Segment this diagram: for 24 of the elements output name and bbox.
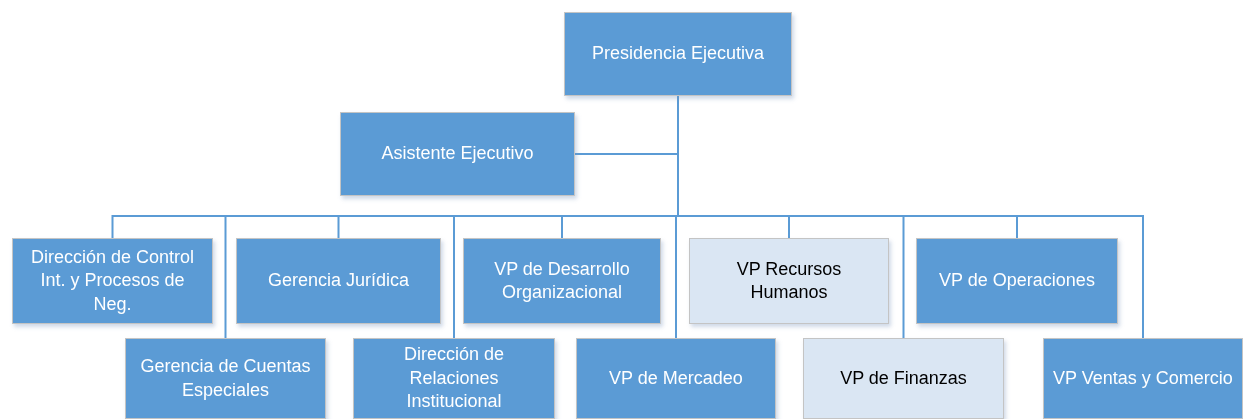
box-label: Gerencia de Cuentas Especiales bbox=[139, 355, 312, 402]
box-label: Dirección de Relaciones Institucional bbox=[402, 343, 505, 414]
org-box bbox=[689, 238, 889, 324]
box-label: VP de Desarrollo Organizacional bbox=[493, 257, 631, 304]
org-box bbox=[576, 338, 776, 419]
box-label: VP Ventas y Comercio bbox=[1053, 366, 1233, 390]
org-box bbox=[353, 338, 555, 419]
box-label: VP de Mercadeo bbox=[609, 366, 743, 390]
org-box bbox=[564, 12, 792, 96]
box-label: Asistente Ejecutivo bbox=[381, 142, 534, 166]
box-label: Dirección de Control Int. y Procesos de Neg. bbox=[29, 245, 196, 316]
box-label: Presidencia Ejecutiva bbox=[591, 42, 765, 66]
org-box bbox=[803, 338, 1004, 419]
org-box bbox=[916, 238, 1118, 324]
org-box bbox=[125, 338, 326, 419]
box-label: VP de Operaciones bbox=[939, 269, 1095, 293]
box-label: Gerencia Jurídica bbox=[267, 269, 410, 293]
org-box bbox=[463, 238, 661, 324]
box-label: VP Recursos Humanos bbox=[735, 257, 843, 304]
box-label: VP de Finanzas bbox=[840, 366, 967, 390]
org-box bbox=[340, 112, 575, 196]
org-box bbox=[12, 238, 213, 324]
org-box bbox=[1043, 338, 1243, 419]
org-box bbox=[236, 238, 441, 324]
